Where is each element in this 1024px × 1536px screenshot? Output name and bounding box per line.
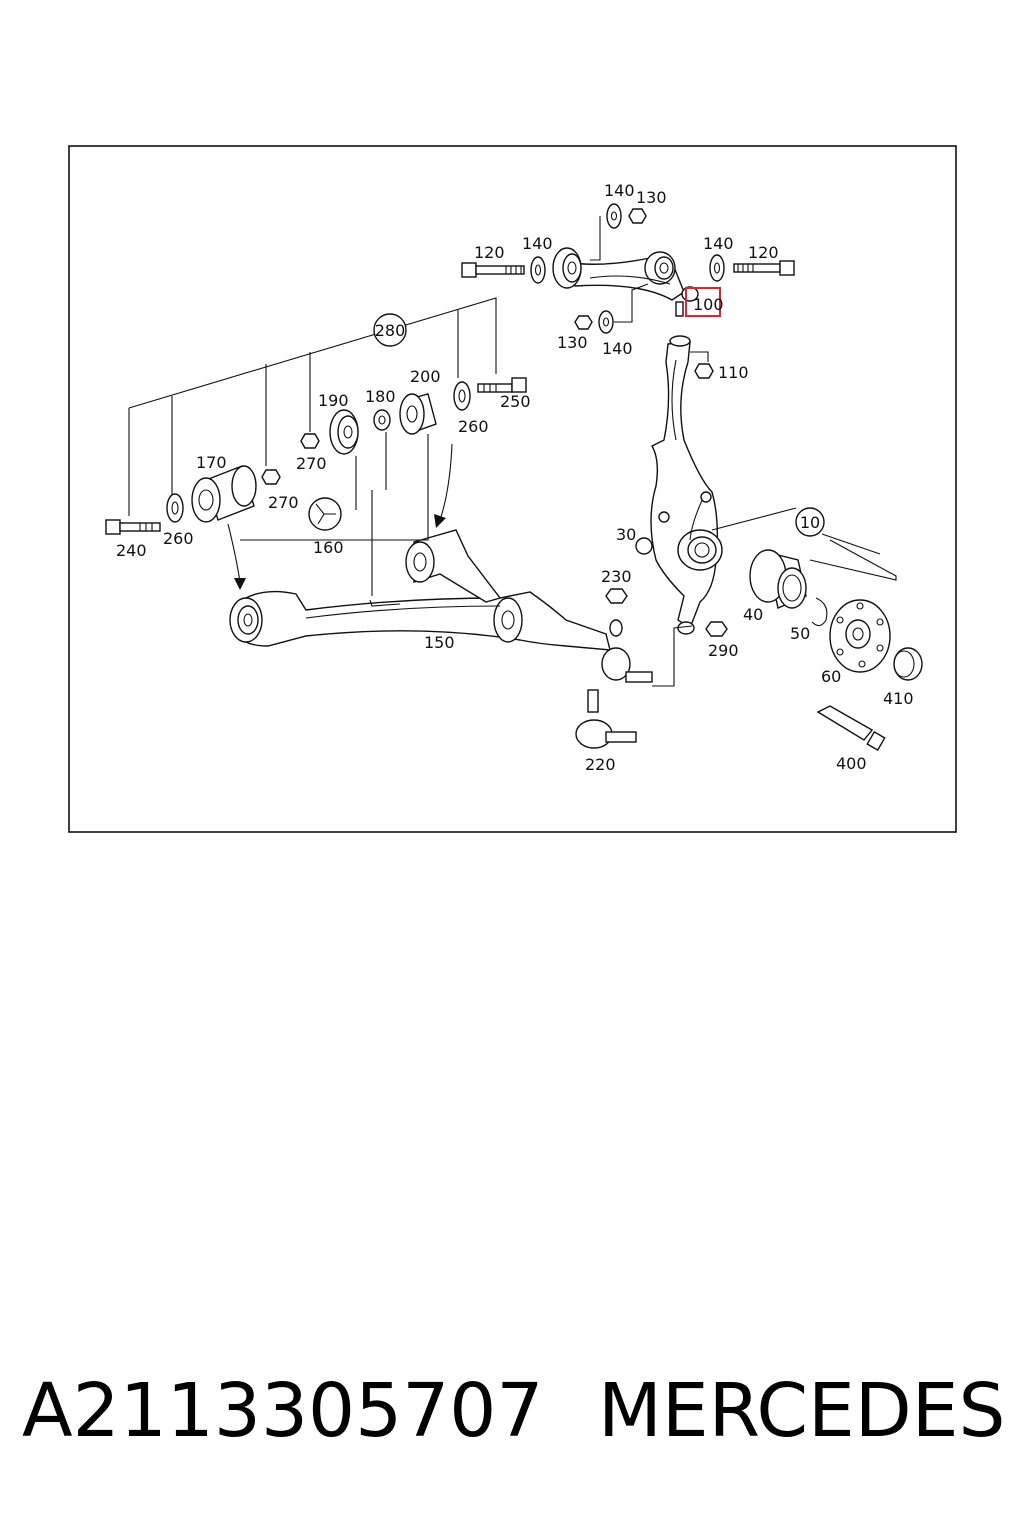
callout-10: 10 — [800, 513, 820, 532]
callout-100: 100 — [693, 295, 724, 314]
circlip-50 — [811, 597, 828, 627]
washer-140-left — [530, 256, 546, 284]
callout-240: 240 — [116, 541, 147, 560]
washer-140-top — [606, 203, 622, 229]
callout-120-left: 120 — [474, 243, 505, 262]
callout-110: 110 — [718, 363, 749, 382]
callout-140-bottom: 140 — [602, 339, 633, 358]
wheel-bearing-40 — [749, 549, 807, 609]
callout-30: 30 — [616, 525, 636, 544]
callout-260-left: 260 — [163, 529, 194, 548]
callout-270-left: 270 — [268, 493, 299, 512]
callout-130-top: 130 — [636, 188, 667, 207]
callout-circle-10 — [795, 507, 825, 537]
washer-140-bottom — [598, 310, 614, 334]
bolt-120-left — [461, 262, 525, 278]
bolt-250 — [477, 377, 527, 393]
callout-circle-280 — [373, 313, 407, 347]
callout-labels: 10 280 140 130 120 140 140 120 100 130 1… — [116, 181, 914, 774]
callout-60: 60 — [821, 667, 841, 686]
brand-caption: MERCEDES — [598, 1368, 1006, 1454]
callout-200: 200 — [410, 367, 441, 386]
part-30 — [635, 537, 653, 555]
nut-130-top — [628, 208, 647, 224]
callout-410: 410 — [883, 689, 914, 708]
ball-joint-stud — [601, 619, 653, 683]
bolt-240 — [105, 519, 161, 535]
upper-control-arm — [552, 247, 699, 317]
callout-140-left: 140 — [522, 234, 553, 253]
callout-170: 170 — [196, 453, 227, 472]
bushing-190 — [329, 409, 359, 455]
upper-control-arm-group — [461, 203, 795, 334]
nut-130-bottom — [574, 315, 593, 330]
callout-260-right: 260 — [458, 417, 489, 436]
nut-270-mid — [300, 433, 320, 449]
callout-180: 180 — [365, 387, 396, 406]
tool-160 — [308, 497, 342, 531]
callout-150: 150 — [424, 633, 455, 652]
callout-270-mid: 270 — [296, 454, 327, 473]
callout-140-right: 140 — [703, 234, 734, 253]
callout-250: 250 — [500, 392, 531, 411]
callout-140-top: 140 — [604, 181, 635, 200]
steering-knuckle — [650, 335, 723, 635]
nut-230 — [605, 588, 628, 604]
lower-control-arm-150 — [229, 529, 611, 651]
callout-160: 160 — [313, 538, 344, 557]
callout-220: 220 — [585, 755, 616, 774]
nut-110 — [694, 363, 714, 379]
callout-280: 280 — [375, 321, 406, 340]
ball-joint-220 — [575, 689, 637, 749]
callout-230: 230 — [601, 567, 632, 586]
bolt-120-right — [733, 260, 795, 276]
bushing-kit-280 — [105, 297, 527, 596]
nut-270-left — [261, 469, 281, 485]
callout-290: 290 — [708, 641, 739, 660]
callout-50: 50 — [790, 624, 810, 643]
washer-260-left — [166, 493, 184, 523]
exploded-parts-diagram: 10 280 140 130 120 140 140 120 100 130 1… — [68, 145, 957, 833]
washer-260-right — [453, 381, 471, 411]
bushing-200 — [399, 393, 437, 435]
part-number-caption: A2113305707 — [22, 1368, 544, 1454]
nut-290 — [705, 621, 728, 637]
washer-140-right — [709, 254, 725, 282]
bushing-170 — [191, 465, 257, 523]
wheel-hub-60 — [829, 599, 891, 673]
callout-190: 190 — [318, 391, 349, 410]
callout-40: 40 — [743, 605, 763, 624]
highlight-box-100 — [685, 287, 721, 317]
callout-400: 400 — [836, 754, 867, 773]
sleeve-180 — [373, 409, 391, 431]
diagram-frame — [68, 145, 957, 833]
callout-130-bottom: 130 — [557, 333, 588, 352]
callout-120-right: 120 — [748, 243, 779, 262]
grease-tube-400 — [816, 705, 886, 752]
hub-cap-410 — [893, 647, 923, 681]
